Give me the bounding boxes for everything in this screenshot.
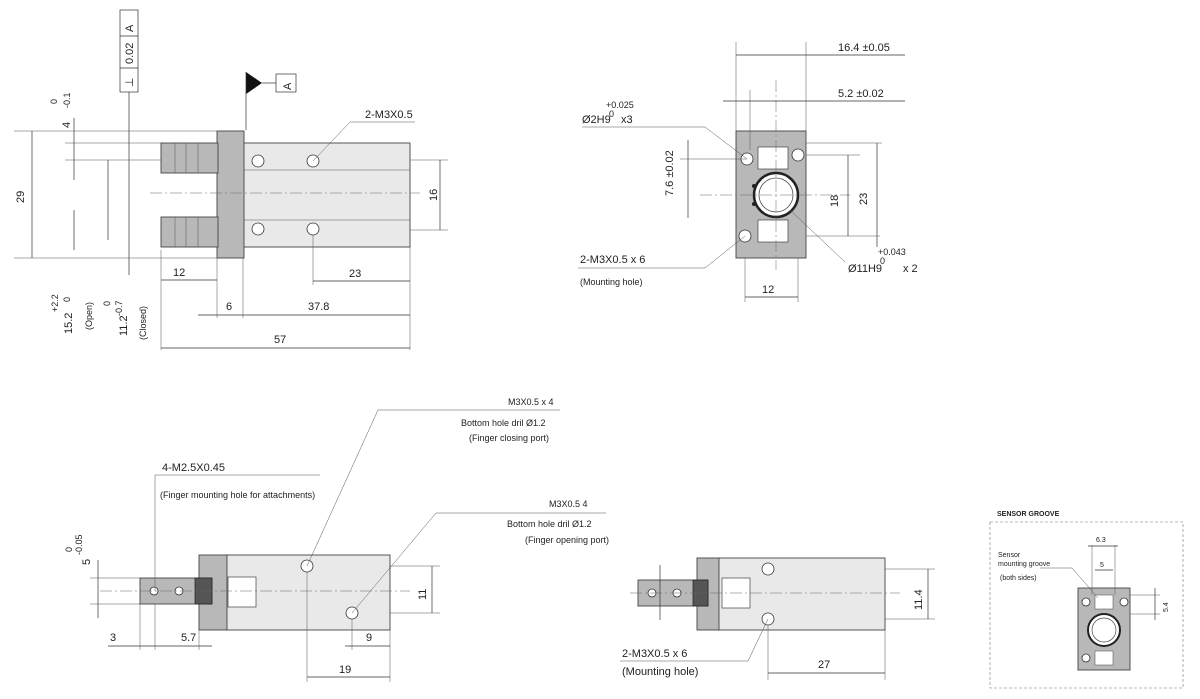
svg-text:(Mounting hole): (Mounting hole) [622,666,698,678]
closing-note: M3X0.5 x 4 [508,397,554,407]
dim-57: 57 [274,334,286,346]
dim-5-4: 5.4 [1163,602,1170,612]
dim-16: 16 [428,189,440,201]
datum-box [275,73,297,93]
bottom-view: 11.4 2-M3X0.5 x 6 (Mounting hole) 27 [620,557,935,680]
svg-text:0: 0 [49,99,59,104]
sensor-groove-inset: SENSOR GROOVE Sensor mounting groove (bo… [989,511,1184,689]
svg-text:+0.043: +0.043 [878,247,906,257]
dim-27: 27 [818,659,830,671]
dim-5-7: 5.7 [181,632,196,644]
pin-hole-note: Ø2H9 [582,114,611,126]
svg-text:0: 0 [880,256,885,266]
mount-hole [251,222,265,236]
inset-frame [989,521,1184,689]
dim-6-3: 6.3 [1096,537,1106,544]
dim-3: 3 [110,632,116,644]
svg-text:x3: x3 [621,114,633,126]
dim-12: 12 [173,267,185,279]
svg-text:(Finger opening port): (Finger opening port) [525,535,609,545]
bore-note: Ø11H9 [848,263,882,275]
cylinder-body [242,142,411,248]
dim-open: 15.2 [63,313,75,334]
closed-label: (Closed) [138,306,148,340]
dim-23-end: 23 [858,193,870,205]
dim-18: 18 [829,195,841,207]
dim-12-end: 12 [762,284,774,296]
svg-text:Sensor: Sensor [998,552,1021,559]
svg-text:0: 0 [64,547,74,552]
mount-hole [306,222,320,236]
svg-text:+2.2: +2.2 [50,294,60,312]
front-view: ⊥ 0.02 A A 2-M3X0.5 29 [14,9,448,350]
end-view: 16.4 ±0.05 5.2 ±0.02 +0.025 Ø2H9 0 x3 7.… [578,42,918,302]
dim-6: 6 [226,301,232,313]
svg-text:-0.7: -0.7 [114,300,124,316]
svg-text:(Mounting hole): (Mounting hole) [580,277,643,287]
dim-19: 19 [339,664,351,676]
svg-text:(both sides): (both sides) [1000,575,1037,582]
dim-9: 9 [366,632,372,644]
flange [216,130,245,259]
dim-5-2: 5.2 ±0.02 [838,88,884,100]
datum-label: A [282,82,294,90]
dim-11-4: 11.4 [913,589,925,610]
svg-text:mounting groove: mounting groove [998,561,1050,568]
tolerance-datum: A [124,24,136,32]
side-view: 4-M2.5X0.45 (Finger mounting hole for at… [64,397,609,682]
dim-4: 4 [61,122,73,128]
dim-5: 5 [81,559,93,565]
sensor-groove-title: SENSOR GROOVE [997,511,1060,518]
end-mount-note: 2-M3X0.5 x 6 [580,254,645,266]
finger-note: 4-M2.5X0.45 [162,462,225,474]
lower-jaw [160,216,219,248]
mount-hole [251,154,265,168]
svg-text:Bottom hole dril Ø1.2: Bottom hole dril Ø1.2 [507,519,592,529]
dim-7-6: 7.6 ±0.02 [664,150,676,196]
dim-37-8: 37.8 [308,301,329,313]
svg-text:0: 0 [609,109,614,119]
svg-text:0: 0 [62,297,72,302]
tolerance-value: 0.02 [124,43,136,64]
svg-text:-0.1: -0.1 [62,92,72,108]
dim-closed: 11.2 [118,315,130,336]
dim-23: 23 [349,268,361,280]
svg-text:-0.05: -0.05 [74,534,84,555]
open-label: (Open) [84,302,94,330]
dim-29: 29 [15,191,27,203]
front-thread-note: 2-M3X0.5 [365,109,413,121]
finger-desc: (Finger mounting hole for attachments) [160,490,315,500]
tolerance-symbol: ⊥ [124,77,136,87]
svg-text:+0.025: +0.025 [606,100,634,110]
dim-16-4: 16.4 ±0.05 [838,42,890,54]
bottom-mount-note: 2-M3X0.5 x 6 [622,648,687,660]
opening-note: M3X0.5 4 [549,499,588,509]
dim-11: 11 [417,589,429,600]
svg-text:(Finger closing port): (Finger closing port) [469,433,549,443]
datum-triangle-icon [246,72,262,94]
upper-jaw [160,142,219,174]
dim-5-sensor: 5 [1100,562,1104,569]
svg-text:Bottom hole dril Ø1.2: Bottom hole dril Ø1.2 [461,418,546,428]
svg-text:x 2: x 2 [903,263,918,275]
svg-text:0: 0 [102,301,112,306]
